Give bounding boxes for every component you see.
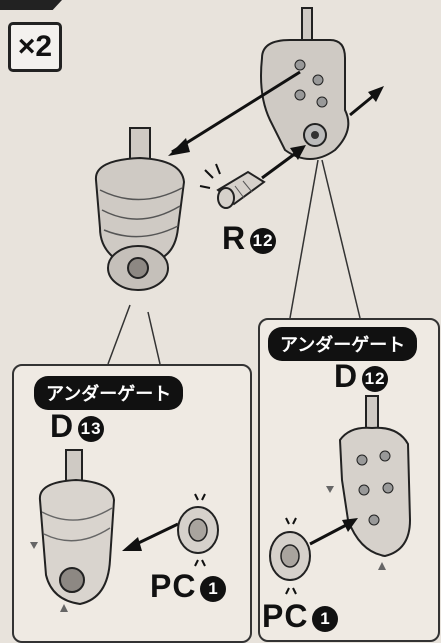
label-r12-letter: R [222, 220, 246, 256]
gate-marker-icon-3 [326, 486, 334, 493]
arrow-icon-head [168, 138, 190, 156]
label-d12-letter: D [334, 358, 358, 394]
label-pc1-right-number: 1 [312, 606, 338, 632]
gate-marker-icon-2 [60, 604, 68, 612]
label-d13-number: 13 [78, 416, 104, 442]
outer-leg-part-top [96, 128, 184, 290]
tag-under-gate-left: アンダーゲート [34, 376, 183, 410]
callout-line-left-a [108, 305, 130, 364]
callout-line-right-b [322, 160, 360, 318]
inner-frame-part-top [261, 8, 348, 159]
gate-marker-icon [30, 542, 38, 549]
d12-part [340, 396, 410, 556]
callout-line-left-b [148, 312, 160, 364]
label-d12-number: 12 [362, 366, 388, 392]
callout-line-right-a [290, 160, 318, 318]
label-pc1-left-letter: PC [150, 568, 196, 604]
label-r12-number: 12 [250, 228, 276, 254]
tag-under-gate-right-text: アンダーゲート [280, 335, 405, 355]
r12-pin-part [218, 172, 264, 208]
tag-under-gate-left-text: アンダーゲート [46, 384, 171, 404]
label-pc1-right-letter: PC [262, 598, 308, 634]
tag-under-gate-right: アンダーゲート [268, 327, 417, 361]
label-pc1-left-number: 1 [200, 576, 226, 602]
gate-marker-icon-4 [378, 562, 386, 570]
pc1-left-part [178, 507, 218, 553]
spark-marks-icon [200, 164, 220, 188]
d13-part [40, 450, 114, 604]
pc1-right-part [270, 532, 310, 580]
label-d13-letter: D [50, 408, 74, 444]
